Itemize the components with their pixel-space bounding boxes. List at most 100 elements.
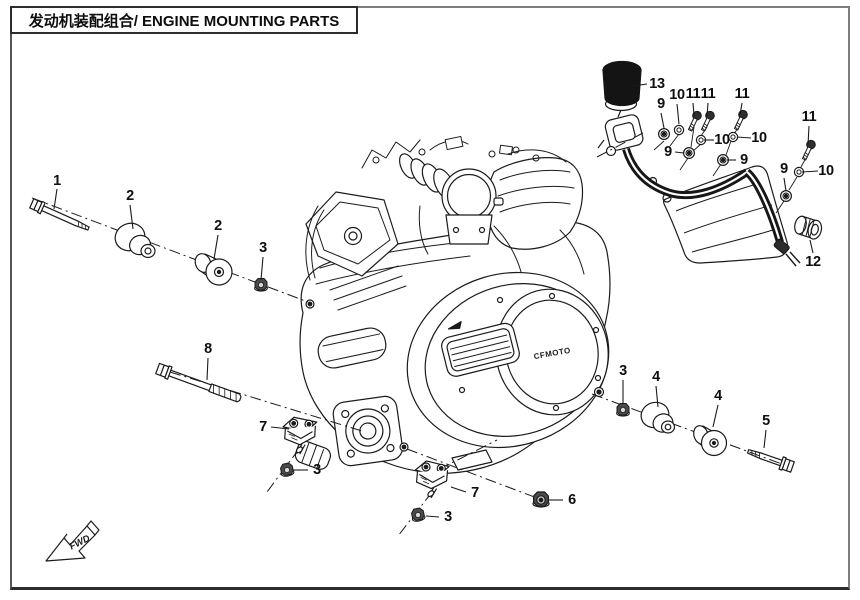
part-12-cap <box>794 215 823 240</box>
part-3-nut <box>278 461 296 478</box>
callout-1: 1 <box>53 172 61 189</box>
assembly-line-10 <box>788 176 798 191</box>
leader-line-4 <box>655 385 659 408</box>
axis-line-3 <box>419 439 498 480</box>
leader-line-10 <box>801 170 819 173</box>
callout-3: 3 <box>313 461 321 478</box>
leader-line-4 <box>712 404 719 428</box>
callout-5: 5 <box>762 412 770 429</box>
cvt-cover: CFMOTO <box>406 271 610 449</box>
assembly-line-1 <box>669 133 680 147</box>
leader-line-11 <box>739 102 743 116</box>
part-4-bushing-front <box>640 401 676 434</box>
callout-11: 11 <box>801 108 817 125</box>
part-9-nut <box>682 147 696 159</box>
leader-line-9 <box>783 177 787 192</box>
shield-panel-assembly <box>597 60 823 267</box>
valve-cover <box>305 191 399 277</box>
callout-3: 3 <box>619 362 627 379</box>
callout-10: 10 <box>714 131 730 148</box>
page-title: 发动机装配组合/ ENGINE MOUNTING PARTS <box>28 12 340 30</box>
part-9-nut <box>716 154 730 166</box>
assembly-line-5 <box>679 157 689 171</box>
axis-line-6 <box>591 393 791 468</box>
axis-line-0 <box>31 197 309 303</box>
part-9-nut <box>779 190 793 202</box>
part-13-damper <box>602 60 642 118</box>
leader-line-7 <box>270 426 290 430</box>
callout-11: 11 <box>700 85 716 102</box>
page-border <box>10 6 850 590</box>
callout-7: 7 <box>471 484 479 501</box>
part-8-bolt <box>155 362 242 403</box>
callout-11: 11 <box>685 85 701 102</box>
part-1-bolt <box>29 198 90 231</box>
leader-line-10 <box>736 136 752 139</box>
title-box: 发动机装配组合/ ENGINE MOUNTING PARTS <box>10 6 358 34</box>
part-9-nut <box>657 128 671 140</box>
assembly-line-0 <box>653 140 665 151</box>
callout-6: 6 <box>568 491 576 508</box>
callout-9: 9 <box>657 95 665 112</box>
leader-line-2 <box>213 234 219 260</box>
callout-4: 4 <box>652 368 660 385</box>
callout-10: 10 <box>669 86 685 103</box>
assembly-line-2 <box>690 126 695 148</box>
intake-duct <box>399 153 455 200</box>
throttle-body <box>441 168 504 245</box>
part-4-bushing-rear <box>693 425 728 457</box>
leader-line-8 <box>206 357 209 381</box>
callout-3: 3 <box>259 239 267 256</box>
callout-2: 2 <box>214 217 222 234</box>
part-2-bushing-rear <box>194 253 233 286</box>
leader-line-3 <box>260 256 264 281</box>
part-11-bolt <box>685 109 704 133</box>
leader-line-10 <box>676 103 680 125</box>
part-5-bolt <box>746 449 795 473</box>
callout-12: 12 <box>805 253 821 270</box>
callout-10: 10 <box>751 129 767 146</box>
assembly-line-8 <box>712 163 722 177</box>
callout-4: 4 <box>714 387 722 404</box>
axis-line-1 <box>169 371 363 432</box>
engine-illustration: CFMOTO <box>294 135 611 474</box>
leader-line-3 <box>425 515 440 518</box>
part-10-washer <box>673 124 685 136</box>
part-3-nut <box>615 402 631 417</box>
leader-line-2 <box>129 204 134 230</box>
leader-line-1 <box>53 188 58 210</box>
starter-motor <box>317 327 387 369</box>
callout-9: 9 <box>740 151 748 168</box>
mount-bracket-eye <box>597 114 644 157</box>
wiring-harness <box>305 135 585 281</box>
leader-line-9 <box>674 151 685 154</box>
leader-line-11 <box>706 102 709 117</box>
callout-9: 9 <box>664 143 672 160</box>
callout-11: 11 <box>734 85 750 102</box>
leader-line-11 <box>807 125 810 146</box>
leader-line-5 <box>763 429 767 449</box>
leader-line-12 <box>809 239 814 254</box>
fwd-arrow: FWD <box>45 520 100 562</box>
assembly-line-11 <box>775 200 785 214</box>
callout-7: 7 <box>259 418 267 435</box>
callout-8: 8 <box>204 340 212 357</box>
callout-13: 13 <box>649 75 665 92</box>
leader-line-13 <box>632 83 648 87</box>
part-7-bracket <box>414 460 450 499</box>
callout-10: 10 <box>818 162 834 179</box>
assembly-line-7 <box>725 140 732 156</box>
output-flange <box>332 395 404 467</box>
leader-line-11 <box>692 102 695 117</box>
part-6-nut <box>532 491 550 508</box>
leader-lines <box>53 83 819 518</box>
callout-3: 3 <box>444 508 452 525</box>
callout-9: 9 <box>780 160 788 177</box>
callout-2: 2 <box>126 187 134 204</box>
part-3-nut <box>409 506 427 523</box>
part-3-nut <box>254 277 268 292</box>
exploded-parts <box>29 108 818 523</box>
part-2-bushing-front <box>114 222 156 259</box>
